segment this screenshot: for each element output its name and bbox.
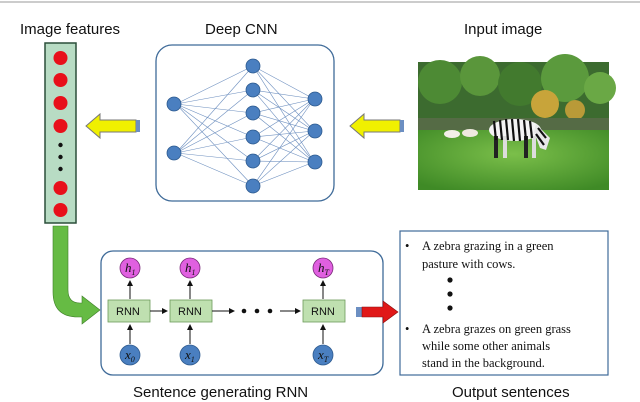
feature-vector [44, 42, 77, 224]
feature-dot [53, 181, 68, 195]
cnn-to-features-arrow [85, 112, 140, 140]
cnn-node [245, 178, 261, 194]
deep-cnn-box [155, 44, 335, 202]
feature-dot [53, 119, 68, 133]
sentence-ellipsis-dot [447, 277, 453, 283]
sentence-1-line-1: A zebra grazing in a green [422, 239, 554, 253]
rnn-vertical-arrows [127, 280, 326, 344]
hidden-node-h1 [119, 257, 141, 279]
hidden-label-2: h1 [185, 260, 196, 277]
hidden-label-1: h1 [125, 260, 136, 277]
hidden-node-hT [312, 257, 334, 279]
cnn-node [245, 58, 261, 74]
cnn-node [245, 129, 261, 145]
feature-dot [53, 73, 68, 87]
cnn-node [307, 123, 323, 139]
cnn-node [245, 105, 261, 121]
ellipsis-dot [58, 142, 63, 148]
input-label-1: x0 [124, 347, 135, 364]
sentence-1-line-2: pasture with cows. [422, 257, 515, 271]
ellipsis-dot [58, 154, 63, 160]
cnn-node [307, 154, 323, 170]
input-label-2: x1 [184, 347, 195, 364]
hidden-label-3: hT [318, 260, 330, 277]
sentence-2-line-2: while some other animals [422, 339, 550, 353]
cnn-node [245, 82, 261, 98]
sentence-2-line-1: A zebra grazes on green grass [422, 322, 571, 336]
cnn-node [166, 96, 182, 112]
cnn-nodes [166, 58, 323, 194]
rnn-cell-label-2: RNN [178, 306, 202, 318]
cnn-node [245, 153, 261, 169]
input-node-xT [312, 344, 334, 366]
feature-dot [53, 203, 68, 217]
rnn-ellipsis-dot [254, 308, 260, 314]
rnn-cell-label-1: RNN [116, 306, 140, 318]
sentence-ellipsis-dot [447, 305, 453, 311]
rnn-ellipsis-dot [267, 308, 273, 314]
sentence-ellipsis-dot [447, 291, 453, 297]
output-sentences-title: Output sentences [452, 384, 570, 401]
ellipsis-dot [58, 166, 63, 172]
rnn-ellipsis-dot [241, 308, 247, 314]
rnn-box: h1 h1 hT RNN RNN RNN x0 x1 xT [100, 250, 384, 376]
input-image-title: Input image [464, 21, 542, 38]
cnn-node [307, 91, 323, 107]
image-features-title: Image features [20, 21, 120, 38]
rnn-cell-label-3: RNN [311, 306, 335, 318]
rnn-cell-3 [302, 299, 346, 323]
zebra [489, 118, 550, 158]
sentence-rnn-title: Sentence generating RNN [133, 384, 308, 401]
output-sentences-box: • A zebra grazing in a green pasture wit… [399, 230, 609, 376]
bullet: • [405, 239, 409, 253]
input-image [418, 54, 616, 190]
hidden-node-h1-second [179, 257, 201, 279]
input-label-3: xT [317, 347, 329, 364]
input-node-x1 [179, 344, 201, 366]
image-to-cnn-arrow [349, 112, 404, 140]
feature-dot [53, 51, 68, 65]
feature-dot [53, 96, 68, 110]
deep-cnn-title: Deep CNN [205, 21, 278, 38]
sentence-2-line-3: stand in the background. [422, 356, 545, 370]
input-node-x0 [119, 344, 141, 366]
cnn-node [166, 145, 182, 161]
bullet: • [405, 322, 409, 336]
cnn-connections [175, 65, 315, 187]
features-to-rnn-arrow [52, 225, 101, 325]
rnn-to-output-arrow [356, 300, 399, 324]
